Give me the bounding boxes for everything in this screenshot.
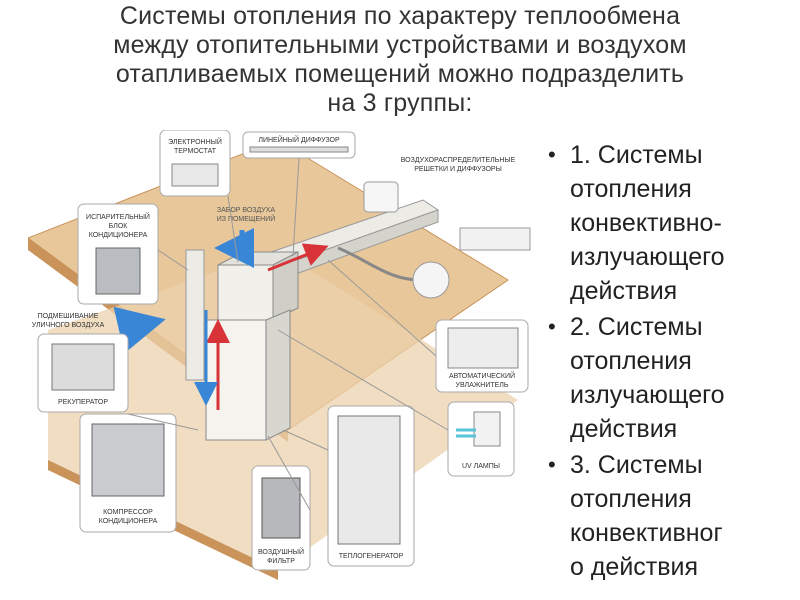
air-handler-box <box>217 264 274 321</box>
humidifier-callout: АВТОМАТИЧЕСКИЙ УВЛАЖНИТЕЛЬ <box>435 319 529 393</box>
air-filter-device <box>261 477 301 539</box>
thermostat-callout: ЭЛЕКТРОННЫЙ ТЕРМОСТАТ <box>159 130 231 197</box>
air-filter-callout: ВОЗДУШНЫЙ ФИЛЬТР <box>251 465 311 571</box>
air-intake-arrow <box>214 228 254 268</box>
list-item: • 1. Системы отопления конвективно- излу… <box>544 138 794 308</box>
compressor-label: КОНДИЦИОНЕРА <box>99 518 158 525</box>
title-line: отапливаемых помещений можно подразделит… <box>115 60 685 88</box>
bullet-marker: • <box>548 314 556 339</box>
evaporator-label: КОНДИЦИОНЕРА <box>89 232 148 239</box>
outdoor-air-arrow <box>113 306 166 354</box>
thermostat-label: ЭЛЕКТРОННЫЙ <box>168 137 222 146</box>
heat-generator-device <box>337 415 401 545</box>
list-item-line: отопления <box>570 175 692 203</box>
air-handler-side <box>272 251 299 321</box>
heating-groups-list: • 1. Системы отопления конвективно- излу… <box>544 138 794 586</box>
list-item: • 3. Системы отопления конвективног о де… <box>544 448 794 584</box>
uv-lamps-callout: UV ЛАМПЫ <box>447 401 515 477</box>
grilles-label: РЕШЕТКИ И ДИФФУЗОРЫ <box>414 166 502 173</box>
evaporator-coil <box>95 247 141 295</box>
list-item-line: о действия <box>570 553 699 581</box>
evaporator-callout: ИСПАРИТЕЛЬНЫЙ БЛОК КОНДИЦИОНЕРА <box>77 203 159 305</box>
air-intake-label: ИЗ ПОМЕЩЕНИЙ <box>217 214 276 223</box>
list-item-line: отопления <box>570 485 692 513</box>
list-item-line: 1. Системы <box>570 141 703 169</box>
list-item-line: конвективно- <box>570 209 722 237</box>
list-item-line: действия <box>570 415 678 443</box>
slot-grille <box>459 227 531 251</box>
furnace-column <box>205 319 267 441</box>
round-diffuser <box>412 261 450 299</box>
outdoor-air-label: УЛИЧНОГО ВОЗДУХА <box>32 322 105 329</box>
evaporator-label: ИСПАРИТЕЛЬНЫЙ <box>86 212 150 221</box>
list-item: • 2. Системы отопления излучающего дейст… <box>544 310 794 446</box>
linear-diffuser-callout: ЛИНЕЙНЫЙ ДИФФУЗОР <box>242 131 356 159</box>
humidifier-label: АВТОМАТИЧЕСКИЙ <box>449 371 515 380</box>
linear-diffuser-label: ЛИНЕЙНЫЙ ДИФФУЗОР <box>258 135 340 144</box>
thermostat-device <box>171 163 219 187</box>
list-item-line: действия <box>570 277 678 305</box>
humidifier-label: УВЛАЖНИТЕЛЬ <box>456 382 509 389</box>
list-item-line: отопления <box>570 347 692 375</box>
list-item-line: конвективног <box>570 519 723 547</box>
heat-generator-callout: ТЕПЛОГЕНЕРАТОР <box>327 405 415 567</box>
title-line: на 3 группы: <box>327 89 473 117</box>
grilles-label: ВОЗДУХОРАСПРЕДЕЛИТЕЛЬНЫЕ <box>401 157 516 164</box>
duct-system <box>113 199 440 441</box>
title-line: Системы отопления по характеру теплообме… <box>119 2 681 30</box>
heat-generator-label: ТЕПЛОГЕНЕРАТОР <box>339 553 404 560</box>
leader-lines <box>127 157 449 511</box>
recuperator-label: РЕКУПЕРАТОР <box>58 399 108 406</box>
compressor-unit <box>91 423 165 497</box>
flex-duct <box>337 246 421 282</box>
list-item-line: излучающего <box>570 381 725 409</box>
list-item-line: 3. Системы <box>570 451 703 479</box>
air-filter-label: ВОЗДУШНЫЙ <box>258 547 304 556</box>
vertical-duct <box>185 249 205 381</box>
compressor-label: КОМПРЕССОР <box>103 509 153 516</box>
outdoor-air-label: ПОДМЕШИВАНИЕ <box>38 313 99 320</box>
grilles-callout: ВОЗДУХОРАСПРЕДЕЛИТЕЛЬНЫЕ РЕШЕТКИ И ДИФФУ… <box>363 157 531 299</box>
square-diffuser <box>363 181 399 213</box>
heating-system-diagram: ЭЛЕКТРОННЫЙ ТЕРМОСТАТ ЛИНЕЙНЫЙ ДИФФУЗОР … <box>28 130 531 580</box>
title-line: между отопительными устройствами и возду… <box>113 31 687 59</box>
outdoor-air-callout: ПОДМЕШИВАНИЕ УЛИЧНОГО ВОЗДУХА <box>32 313 105 329</box>
furnace-column-side <box>265 309 291 441</box>
humidifier-device <box>447 327 519 369</box>
uv-lamps-label: UV ЛАМПЫ <box>462 463 500 470</box>
bullet-marker: • <box>548 142 556 167</box>
linear-diffuser-device <box>249 146 349 153</box>
page-title: Системы отопления по характеру теплообме… <box>20 2 780 118</box>
bullet-marker: • <box>548 452 556 477</box>
compressor-callout: КОМПРЕССОР КОНДИЦИОНЕРА <box>79 413 177 533</box>
air-filter-label: ФИЛЬТР <box>267 558 295 565</box>
thermostat-label: ТЕРМОСТАТ <box>174 148 217 155</box>
list-item-line: 2. Системы <box>570 313 703 341</box>
list-item-line: излучающего <box>570 243 725 271</box>
warm-air-arrow <box>267 243 329 272</box>
uv-lamp-device <box>473 411 501 447</box>
air-intake-callout: ЗАБОР ВОЗДУХА ИЗ ПОМЕЩЕНИЙ <box>217 207 276 223</box>
recuperator-device <box>51 343 115 391</box>
recuperator-callout: РЕКУПЕРАТОР <box>37 333 129 413</box>
evaporator-label: БЛОК <box>109 223 129 230</box>
air-intake-label: ЗАБОР ВОЗДУХА <box>217 207 276 214</box>
